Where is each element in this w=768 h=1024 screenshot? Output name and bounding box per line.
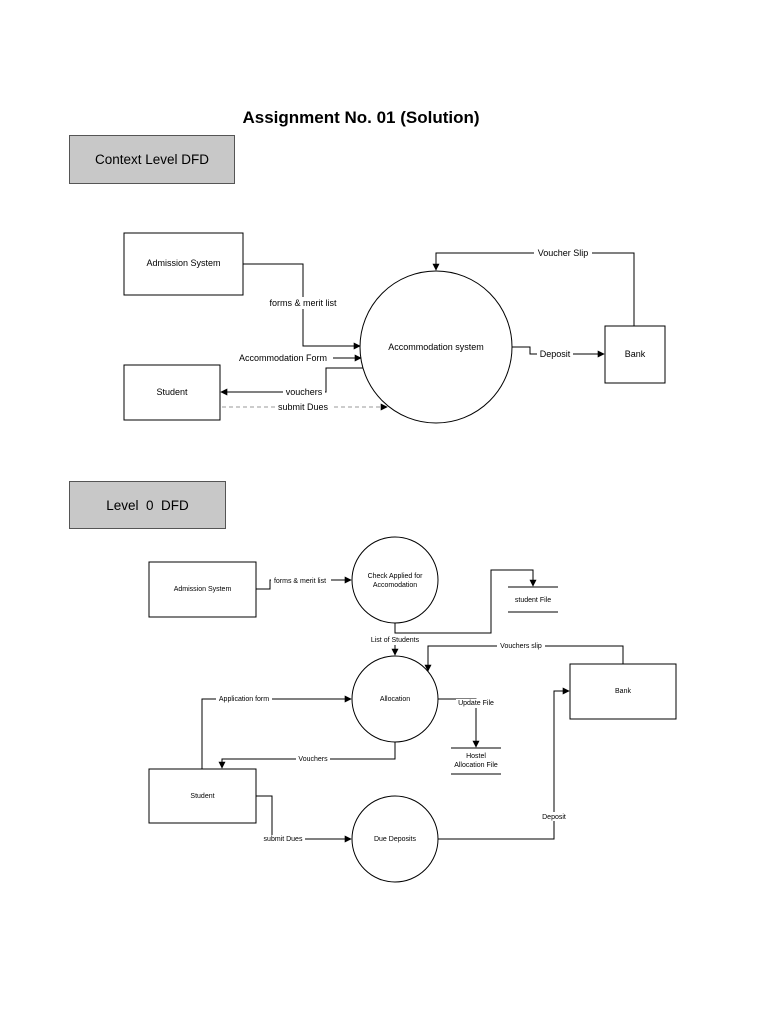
level0-bank-label: Bank [615, 688, 631, 695]
level0-bank-entity [569, 663, 677, 720]
level0-flow-student-file [394, 569, 537, 634]
level0-vouchers-slip-label: Vouchers slip [500, 643, 542, 650]
level0-vouchers-label: Vouchers [298, 756, 328, 763]
context-process-label: Accommodation system [388, 342, 484, 352]
level0-list-students-label: List of Students [371, 637, 420, 644]
level0-allocation-label: Allocation [380, 696, 410, 703]
level0-check-process [351, 536, 439, 624]
level0-deposit-label: Deposit [542, 814, 566, 821]
context-student-label: Student [156, 387, 188, 397]
context-submit-dues-label: submit Dues [278, 402, 329, 412]
context-admission-entity [123, 232, 244, 296]
context-level-label: Context Level DFD [69, 135, 235, 184]
context-voucher-slip-label: Voucher Slip [538, 248, 589, 258]
level0-student-entity [148, 768, 257, 824]
context-student-entity [123, 364, 221, 421]
level0-application-form-label: Application form [219, 696, 269, 703]
context-deposit-label: Deposit [540, 349, 571, 359]
level0-label: Level 0 DFD [69, 481, 226, 529]
page-title: Assignment No. 01 (Solution) [242, 108, 480, 127]
level0-flow-deposit [438, 687, 570, 840]
level0-flow-submit-dues [256, 795, 352, 843]
context-labels: Admission System Student Bank Accommodat… [146, 247, 646, 413]
context-accommodation-form-label: Accommodation Form [239, 353, 327, 363]
level0-due-deposits-label: Due Deposits [374, 836, 417, 843]
context-bank-entity [604, 325, 666, 384]
level0-diagram [148, 536, 677, 883]
level0-check-label-2: Accomodation [373, 582, 417, 589]
level0-labels: Admission System Student Bank Check Appl… [174, 573, 631, 844]
level0-hostel-label-2: Allocation File [454, 762, 498, 769]
context-diagram [123, 232, 666, 424]
context-forms-merit-label: forms & merit list [269, 298, 337, 308]
context-flow-vouchers [220, 367, 363, 396]
level0-student-label: Student [190, 793, 214, 800]
level0-check-label-1: Check Applied for [368, 573, 424, 580]
level0-update-file-label: Update File [458, 700, 494, 707]
context-admission-label: Admission System [146, 258, 220, 268]
level0-admission-entity [148, 561, 257, 618]
level0-hostel-label-1: Hostel [466, 753, 486, 760]
level0-submit-dues-label: submit Dues [264, 836, 303, 843]
context-vouchers-label: vouchers [286, 387, 323, 397]
level0-admission-label: Admission System [174, 586, 232, 593]
level0-flow-application-form [201, 695, 352, 769]
context-bank-label: Bank [625, 349, 646, 359]
level0-forms-merit-label: forms & merit list [274, 578, 326, 585]
level0-student-file-label: student File [515, 597, 551, 604]
